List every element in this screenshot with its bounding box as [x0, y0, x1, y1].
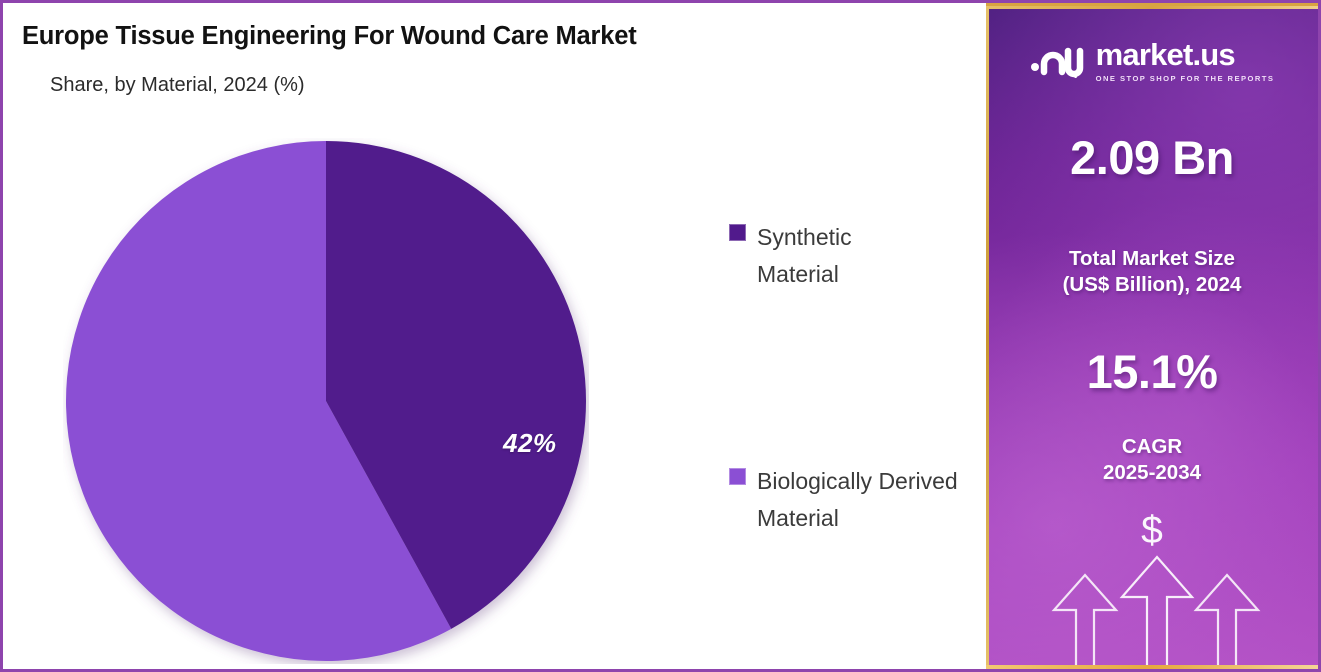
legend-swatch-biological-icon	[729, 468, 746, 485]
logo-wordmark: market.us	[1095, 37, 1236, 72]
market-size-caption-line2: (US$ Billion), 2024	[1062, 273, 1242, 297]
legend-label-biological: Biologically Derived Material	[757, 468, 958, 532]
market-size-value: 2.09 Bn	[1070, 131, 1234, 184]
cagr-caption-line2: 2025-2034	[1102, 461, 1202, 485]
legend-label-synthetic: Synthetic Material	[757, 224, 852, 288]
cagr-caption: CAGR 2025-2034	[986, 434, 1318, 486]
market-us-logo-icon	[1030, 47, 1083, 78]
legend-item-biologically-derived-material[interactable]: Biologically Derived Material	[729, 463, 987, 538]
pie-slice-synthetic-material[interactable]	[326, 141, 587, 629]
market-size-caption-line1: Total Market Size	[1069, 247, 1235, 270]
logo-text-block: market.us ONE STOP SHOP FOR THE REPORTS	[1096, 39, 1275, 83]
cagr-value: 15.1%	[1086, 345, 1218, 398]
brand-logo[interactable]: market.us ONE STOP SHOP FOR THE REPORTS	[986, 39, 1318, 83]
chart-panel: Europe Tissue Engineering For Wound Care…	[3, 3, 986, 669]
sidebar-bottom-accent-border	[986, 665, 1318, 669]
page-subtitle: Share, by Material, 2024 (%)	[50, 74, 305, 96]
stats-sidebar: market.us ONE STOP SHOP FOR THE REPORTS …	[986, 3, 1318, 669]
sidebar-top-accent-border	[986, 6, 1318, 9]
pie-slice-label-synthetic: 42%	[503, 428, 557, 458]
pie-chart: 42%	[63, 138, 589, 664]
sidebar-background	[986, 6, 1318, 669]
pie-chart-svg	[66, 141, 587, 661]
market-size-caption: Total Market Size (US$ Billion), 2024	[986, 246, 1318, 298]
cagr-caption-line1: CAGR	[1121, 435, 1183, 458]
legend-swatch-synthetic-icon	[729, 224, 746, 241]
logo-tagline: ONE STOP SHOP FOR THE REPORTS	[1095, 74, 1275, 83]
sidebar-left-accent-border	[986, 6, 989, 669]
dollar-sign-icon: $	[1141, 509, 1163, 552]
pie-slice-biologically-derived-material[interactable]	[66, 141, 452, 661]
page-title: Europe Tissue Engineering For Wound Care…	[22, 22, 637, 50]
growth-arrows-icon	[1051, 555, 1261, 665]
legend-item-synthetic-material[interactable]: Synthetic Material	[729, 219, 907, 294]
